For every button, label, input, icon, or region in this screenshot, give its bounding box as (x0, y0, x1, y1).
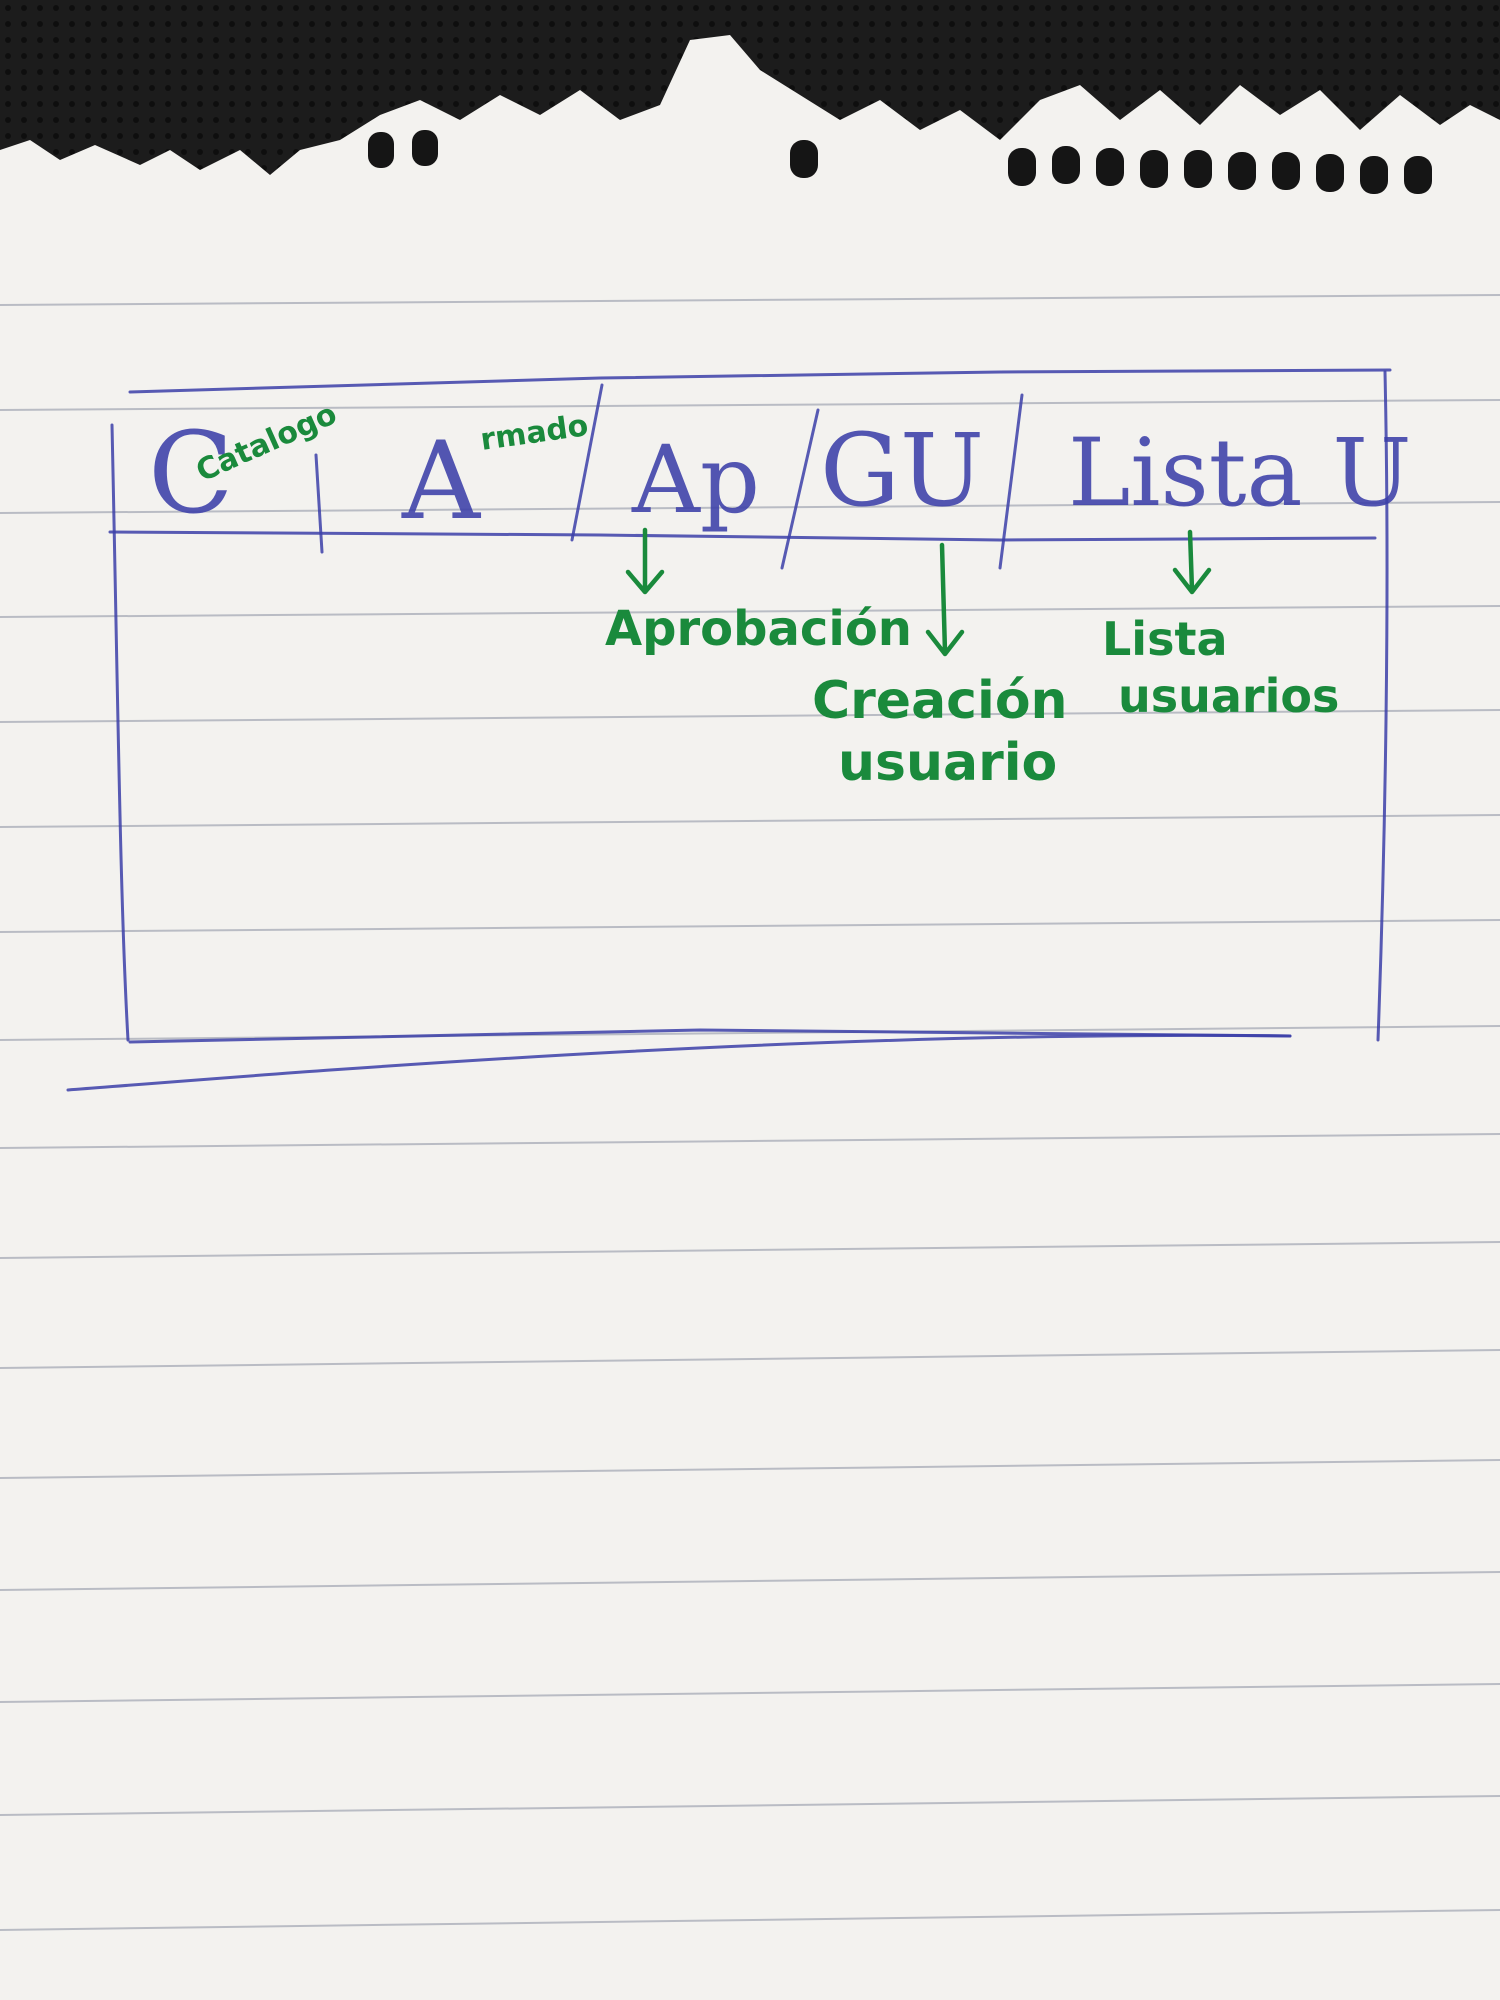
tab-armado-letter: A (401, 419, 482, 544)
ruled-lines (0, 294, 1500, 1931)
torn-paper-edge (0, 35, 1500, 2000)
tab-aprobacion-label: Ap (631, 426, 760, 535)
callout-creacion-usuario-line2: usuario (838, 733, 1057, 793)
tab-lista-usuarios-label: Lista U (1068, 419, 1412, 528)
arrow-down-lista-usuarios-icon (1172, 529, 1212, 595)
callout-creacion-usuario-line1: Creación (812, 671, 1068, 731)
callout-lista-usuarios-line1: Lista (1102, 612, 1228, 666)
callout-lista-usuarios-line2: usuarios (1118, 669, 1339, 723)
callout-arrows (625, 527, 1212, 657)
tab-creacion-usuario-label: GU (820, 412, 984, 529)
tab-catalogo-letter: C (148, 409, 234, 539)
arrow-down-creacion-usuario-icon (925, 542, 965, 657)
arrow-down-aprobacion-icon (625, 527, 665, 595)
binder-holes (368, 130, 1432, 194)
wireframe-outline (66, 368, 1392, 1092)
callout-aprobacion: Aprobación (605, 601, 912, 657)
